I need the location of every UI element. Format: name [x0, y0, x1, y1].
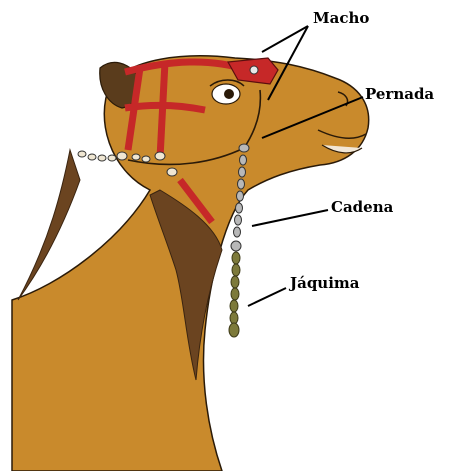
jaquima-rope	[229, 252, 240, 337]
label-macho: Macho	[313, 9, 369, 27]
jaquima-leader	[248, 288, 286, 306]
cadena-leader	[252, 210, 328, 226]
label-pernada: Pernada	[365, 85, 434, 103]
label-jaquima: Jáquima	[290, 274, 360, 292]
halter-cheekpiece-2	[160, 62, 165, 158]
eye-pupil	[224, 89, 234, 99]
label-cadena: Cadena	[331, 198, 393, 216]
